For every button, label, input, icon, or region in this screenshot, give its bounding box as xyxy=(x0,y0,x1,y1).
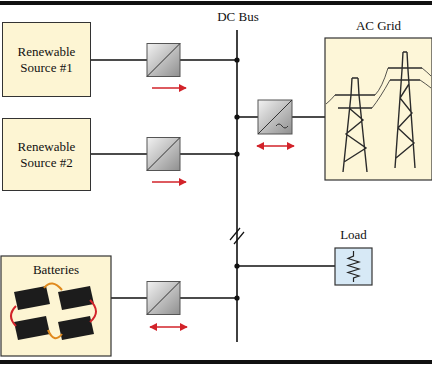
grid-panel xyxy=(325,38,432,180)
flow-arrow xyxy=(152,181,186,183)
grid-node: AC Grid xyxy=(325,14,432,38)
battery-cell xyxy=(14,316,50,340)
battery-cell xyxy=(58,286,94,310)
battery-cell xyxy=(58,316,94,340)
resistor-symbol xyxy=(348,251,359,282)
battery-cable xyxy=(11,306,16,326)
junction-dot xyxy=(234,57,239,62)
junction-dot xyxy=(234,295,239,300)
junction-dot xyxy=(234,263,239,268)
converter-diagonal xyxy=(147,138,180,171)
wire xyxy=(237,265,335,266)
dc-bus-line xyxy=(236,30,238,342)
node-title: Batteries xyxy=(33,262,79,278)
inverter-diagonal xyxy=(258,100,292,134)
dc-dc-converter xyxy=(147,282,180,315)
transmission-tower xyxy=(388,52,422,168)
inverter-tilde xyxy=(276,124,288,128)
dc-ac-inverter xyxy=(258,100,292,134)
frame-bar xyxy=(0,360,432,364)
bus-label: DC Bus xyxy=(217,9,259,25)
break-mark xyxy=(234,232,244,244)
load-node: Load xyxy=(320,226,387,246)
source-box: Renewable Source #1 xyxy=(2,22,91,97)
dc-dc-converter xyxy=(147,44,180,77)
junction-dot xyxy=(234,151,239,156)
battery-cable xyxy=(48,330,62,338)
battery-cable xyxy=(44,283,62,290)
battery-cell xyxy=(14,286,50,310)
load-box xyxy=(335,248,372,285)
battery-node: Batteries xyxy=(1,256,111,280)
node-title: Load xyxy=(340,227,367,243)
node-title: AC Grid xyxy=(356,18,401,34)
node-title: Renewable Source #2 xyxy=(7,139,86,170)
converter-diagonal xyxy=(147,44,180,77)
flow-arrow xyxy=(152,87,186,89)
node-title: Renewable Source #1 xyxy=(7,44,86,75)
battery-cable xyxy=(90,300,96,322)
converter-diagonal xyxy=(147,282,180,315)
frame-bar xyxy=(0,1,432,5)
flow-arrow xyxy=(257,145,294,147)
source-box: Renewable Source #2 xyxy=(2,118,91,191)
dc-dc-converter xyxy=(147,138,180,171)
transmission-tower xyxy=(335,78,375,172)
battery-panel xyxy=(1,256,111,356)
junction-dot xyxy=(234,114,239,119)
power-line xyxy=(326,68,431,108)
flow-arrow xyxy=(150,326,187,328)
